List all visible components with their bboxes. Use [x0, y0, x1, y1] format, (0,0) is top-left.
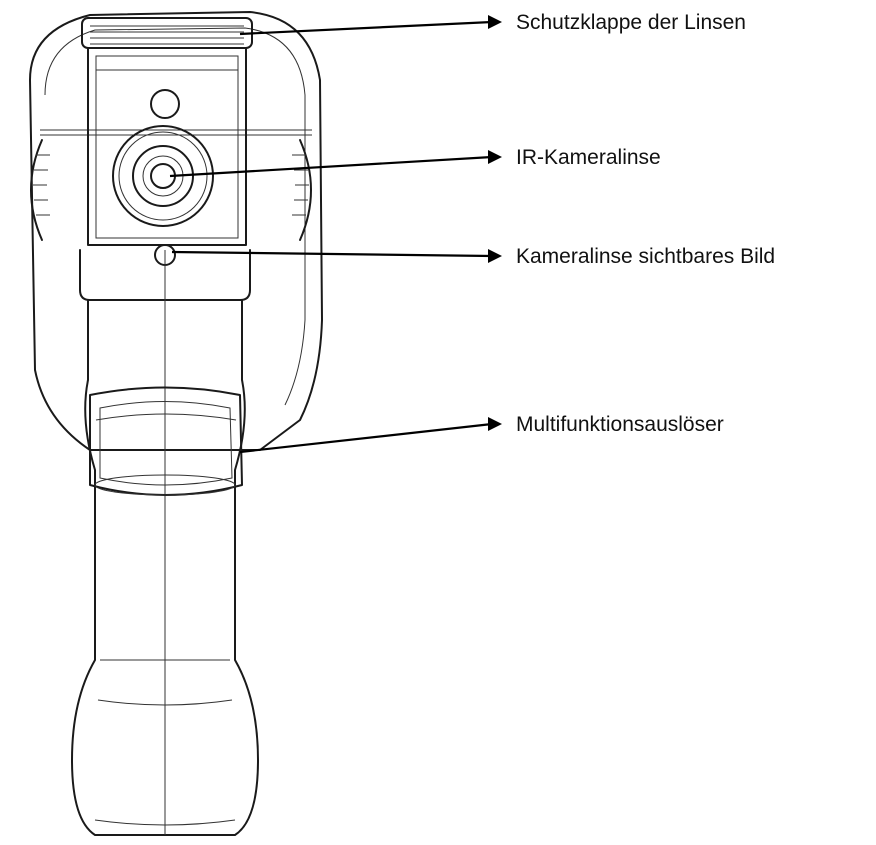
label-trigger: Multifunktionsauslöser: [516, 413, 724, 436]
callout-lines: [169, 15, 502, 454]
callout-line-lens-cover: [239, 20, 493, 36]
arrow-visual-lens: [488, 249, 502, 263]
arrow-lens-cover: [488, 15, 502, 29]
handle: [71, 250, 259, 836]
arrow-ir-lens: [488, 150, 502, 164]
label-ir-lens: IR-Kameralinse: [516, 146, 661, 169]
arrow-trigger: [488, 417, 502, 431]
flap-hole: [150, 89, 180, 119]
camera-housing: [29, 11, 323, 451]
label-visual-lens: Kameralinse sichtbares Bild: [516, 245, 776, 268]
trigger-drawing: [89, 386, 243, 496]
callout-line-ir-lens: [169, 155, 493, 178]
label-lens-cover: Schutzklappe der Linsen: [516, 11, 746, 34]
callout-line-visual-lens: [171, 250, 493, 258]
lens-cover-flap: [81, 17, 253, 246]
ir-lens-drawing: [112, 125, 214, 227]
side-grip-ridges-left: [33, 154, 50, 216]
callout-line-trigger: [239, 422, 493, 454]
side-grip-ridges-right: [292, 154, 309, 216]
